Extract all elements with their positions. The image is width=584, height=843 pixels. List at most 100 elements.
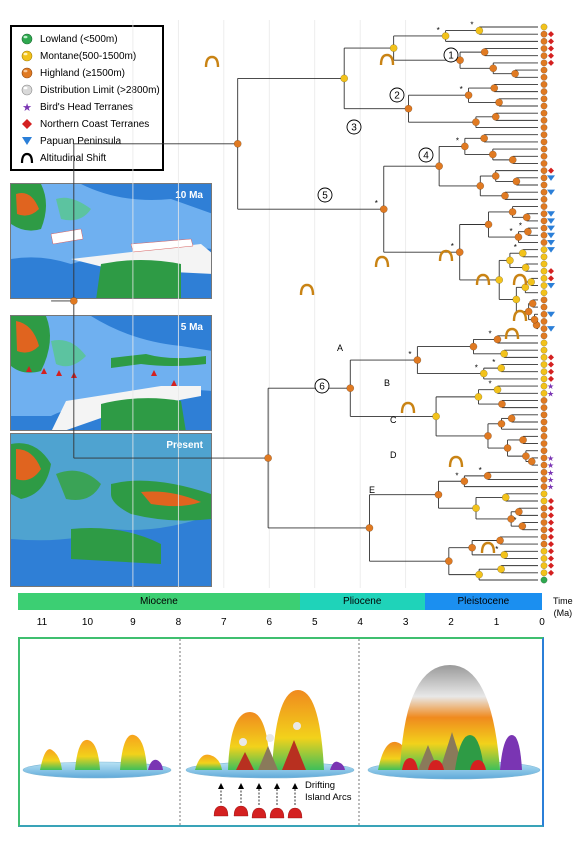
ancestral-state-node xyxy=(501,191,509,200)
ancestral-state-node xyxy=(507,414,516,423)
tip-state xyxy=(540,461,548,469)
support-mark: * xyxy=(455,471,458,480)
northern-coast-marker xyxy=(548,59,554,66)
ancestral-state-node xyxy=(521,263,530,272)
support-mark: * xyxy=(514,243,517,252)
time-tick-label: 1 xyxy=(493,617,500,628)
clade-b-label: B xyxy=(384,378,391,388)
tip-state xyxy=(540,253,548,261)
tip-state xyxy=(540,73,548,81)
tip-state xyxy=(540,246,548,254)
tip-state xyxy=(540,361,548,368)
altitudinal-shift-arc xyxy=(379,53,395,66)
tip-state xyxy=(540,454,548,462)
blue-triangle-icon xyxy=(20,134,34,148)
altitudinal-shift-arc xyxy=(512,273,528,286)
tip-state xyxy=(540,289,548,297)
epoch-miocene: Miocene xyxy=(18,593,300,610)
tip-state xyxy=(540,239,548,246)
ancestral-state-node xyxy=(435,162,443,170)
ancestral-state-node xyxy=(488,150,497,159)
papuan-peninsula-marker xyxy=(547,211,555,217)
ancestral-state-node xyxy=(491,112,500,121)
legend-item-highland: Highland (≥1500m) xyxy=(20,66,125,80)
clade-5-label: 5 xyxy=(322,191,328,202)
papuan-peninsula-marker xyxy=(547,311,555,318)
legend-label: Montane(500-1500m) xyxy=(40,50,137,62)
ancestral-state-node xyxy=(511,69,519,78)
tip-state xyxy=(540,260,548,268)
tip-state xyxy=(540,562,548,570)
ancestral-state-node xyxy=(456,56,464,65)
tip-state xyxy=(540,188,548,196)
tip-state xyxy=(540,382,548,390)
ancestral-state-node xyxy=(522,452,530,460)
northern-coast-marker xyxy=(548,505,554,512)
arc-icon xyxy=(20,151,34,165)
ancestral-state-node xyxy=(389,44,398,52)
ancestral-state-node xyxy=(507,515,515,523)
tip-state xyxy=(540,145,548,153)
support-mark: * xyxy=(470,21,473,30)
tip-state xyxy=(540,576,548,584)
tip-state xyxy=(540,116,548,124)
ancestral-state-node xyxy=(512,295,521,304)
ancestral-state-node xyxy=(497,364,506,372)
tip-state xyxy=(540,45,548,52)
clade-6-label: 6 xyxy=(319,382,325,393)
ancestral-state-node xyxy=(493,335,502,344)
northern-coast-marker xyxy=(548,541,554,548)
support-mark: * xyxy=(479,466,482,475)
ancestral-state-node xyxy=(495,276,504,284)
ancestral-state-node xyxy=(497,419,506,428)
legend: Lowland (<500m) Montane(500-1500m) Highl… xyxy=(10,25,164,171)
altitudinal-shifts xyxy=(204,53,528,554)
ancestral-state-node xyxy=(497,565,505,574)
tip-state xyxy=(540,368,548,376)
ancestral-state-node xyxy=(480,48,489,56)
birds-head-marker: ★ xyxy=(547,468,554,477)
northern-coast-marker xyxy=(548,555,554,562)
tip-state xyxy=(540,124,548,131)
map-label: 5 Ma xyxy=(180,322,203,333)
northern-coast-marker xyxy=(548,354,554,361)
papuan-peninsula-marker xyxy=(547,225,555,232)
time-title-line2: (Ma) xyxy=(553,608,573,618)
altitudinal-shift-arc xyxy=(504,327,520,340)
tip-state xyxy=(540,490,548,498)
altitudinal-shift-arc xyxy=(400,401,416,414)
tip-state xyxy=(540,217,548,225)
ancestral-state-node xyxy=(489,64,498,73)
ancestral-state-node xyxy=(480,134,488,143)
legend-label: Highland (≥1500m) xyxy=(40,67,125,79)
drift-label-line2: Island Arcs xyxy=(305,792,352,803)
tip-state xyxy=(540,282,548,289)
tip-state xyxy=(540,332,548,340)
northern-coast-marker xyxy=(548,45,554,52)
time-tick-label: 4 xyxy=(357,617,363,628)
tip-state xyxy=(540,152,548,160)
northern-coast-marker xyxy=(548,167,554,174)
ancestral-state-node xyxy=(493,385,502,394)
tip-state xyxy=(540,447,548,455)
time-title-line1: Time xyxy=(553,596,573,606)
legend-label: Distribution Limit (>2800m) xyxy=(40,84,160,96)
ancestral-state-node xyxy=(444,557,453,565)
tip-state xyxy=(540,519,548,526)
clade-1-label: 1 xyxy=(448,51,454,62)
ancestral-state-node xyxy=(479,369,488,378)
ancestral-state-node xyxy=(518,249,527,258)
tip-state xyxy=(540,52,548,60)
tip-state xyxy=(540,66,548,74)
ancestral-state-node xyxy=(491,172,500,180)
tree-tips: ★★★★★★★ xyxy=(540,23,555,584)
time-tick-label: 3 xyxy=(402,617,409,628)
ancestral-state-node xyxy=(500,551,509,559)
support-mark: * xyxy=(437,26,440,35)
tip-state xyxy=(540,267,548,275)
support-mark: * xyxy=(489,380,492,389)
tip-state xyxy=(540,418,548,426)
northern-coast-marker xyxy=(548,526,554,533)
tip-state xyxy=(540,353,548,361)
